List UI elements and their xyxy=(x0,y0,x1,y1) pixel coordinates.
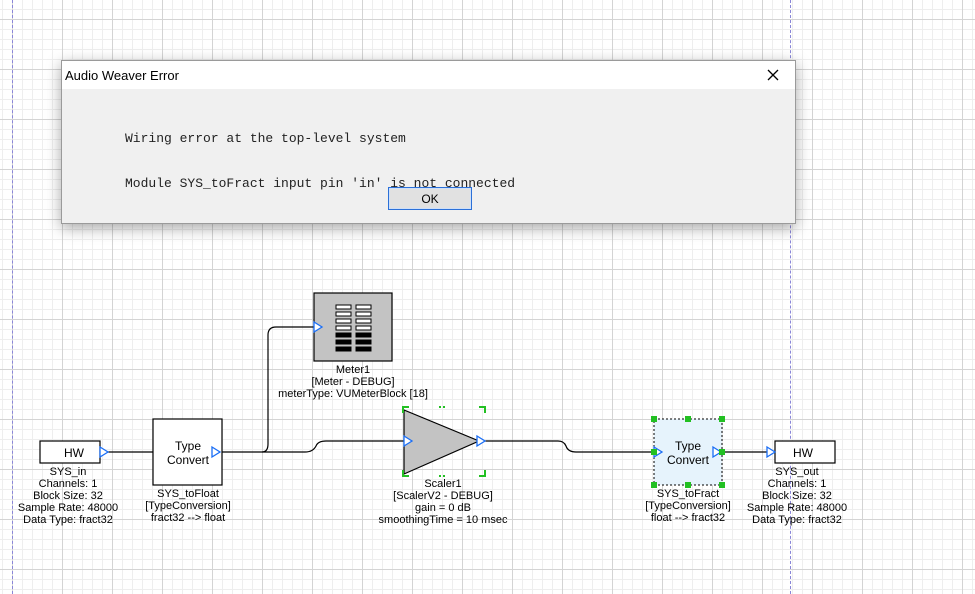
sys-tofract-output-pin[interactable] xyxy=(712,445,723,459)
close-button[interactable] xyxy=(751,61,795,89)
meter1-module[interactable] xyxy=(313,292,393,362)
sys-out-block-size: Block Size: 32 xyxy=(762,490,832,502)
sys-tofract-desc: float --> fract32 xyxy=(650,512,726,524)
sys-in-sample-rate: Sample Rate: 48000 xyxy=(17,502,119,514)
scaler1-class: [ScalerV2 - DEBUG] xyxy=(393,490,493,502)
sys-tofract-module[interactable]: Type Convert xyxy=(651,416,725,488)
wire-tofloat-meter xyxy=(261,326,314,453)
dialog-message-line1: Wiring error at the top-level system xyxy=(125,131,406,146)
scaler1-input-pin[interactable] xyxy=(403,434,414,448)
sys-tofloat-class: [TypeConversion] xyxy=(145,500,231,512)
scaler1-label: Scaler1 [ScalerV2 - DEBUG] gain = 0 dB s… xyxy=(379,478,508,526)
sys-tofloat-box-line2: Convert xyxy=(167,453,210,467)
wire-scaler-tofract xyxy=(485,440,654,453)
scaler1-module[interactable] xyxy=(402,406,487,477)
sys-in-label: SYS_in Channels: 1 Block Size: 32 Sample… xyxy=(18,466,118,526)
sys-in-name: SYS_in xyxy=(49,466,87,478)
scaler1-param2: smoothingTime = 10 msec xyxy=(378,514,508,526)
sys-in-output-pin[interactable] xyxy=(99,445,110,459)
sys-out-input-pin[interactable] xyxy=(766,445,777,459)
error-dialog[interactable]: Audio Weaver Error Wiring error at the t… xyxy=(61,60,796,224)
close-icon xyxy=(767,69,779,81)
sys-tofract-class: [TypeConversion] xyxy=(645,500,731,512)
sys-out-label: SYS_out Channels: 1 Block Size: 32 Sampl… xyxy=(747,466,847,526)
scaler1-param1: gain = 0 dB xyxy=(415,502,471,514)
sys-tofloat-output-pin[interactable] xyxy=(211,445,222,459)
meter1-input-pin[interactable] xyxy=(313,320,324,334)
sys-in-box-text: HW xyxy=(64,446,85,460)
wire-tofloat-scaler xyxy=(222,440,404,453)
sys-out-sample-rate: Sample Rate: 48000 xyxy=(746,502,848,514)
sys-in-data-type: Data Type: fract32 xyxy=(23,514,113,526)
meter-bars-icon xyxy=(335,304,372,352)
sys-out-channels: Channels: 1 xyxy=(767,478,827,490)
dialog-title: Audio Weaver Error xyxy=(65,68,179,83)
ok-button[interactable]: OK xyxy=(388,187,472,210)
scaler1-name: Scaler1 xyxy=(424,478,462,490)
sys-tofloat-name: SYS_toFloat xyxy=(157,488,219,500)
sys-tofract-box-line1: Type xyxy=(675,439,701,453)
scaler-triangle-icon xyxy=(403,409,481,475)
sys-tofloat-box-line1: Type xyxy=(175,439,201,453)
meter1-param: meterType: VUMeterBlock [18] xyxy=(278,388,428,400)
sys-tofract-selection-handles xyxy=(651,416,725,488)
meter1-class: [Meter - DEBUG] xyxy=(311,376,395,388)
dialog-titlebar[interactable]: Audio Weaver Error xyxy=(62,61,795,89)
meter1-label: Meter1 [Meter - DEBUG] meterType: VUMete… xyxy=(278,364,428,400)
sys-in-block-size: Block Size: 32 xyxy=(33,490,103,502)
scaler1-selection-handles xyxy=(402,406,486,477)
meter1-name: Meter1 xyxy=(335,364,371,376)
sys-tofloat-desc: fract32 --> float xyxy=(150,512,226,524)
sys-in-channels: Channels: 1 xyxy=(38,478,98,490)
scaler1-output-pin[interactable] xyxy=(476,434,487,448)
sys-out-data-type: Data Type: fract32 xyxy=(752,514,842,526)
sys-tofract-name: SYS_toFract xyxy=(656,488,720,500)
sys-tofract-label: SYS_toFract [TypeConversion] float --> f… xyxy=(645,488,731,524)
sys-tofract-box-line2: Convert xyxy=(667,453,710,467)
page-guide-left xyxy=(12,0,13,594)
sys-out-module[interactable]: HW xyxy=(766,440,836,464)
sys-out-box-text: HW xyxy=(793,446,814,460)
wires xyxy=(108,326,767,453)
sys-in-module[interactable]: HW xyxy=(39,440,110,464)
page-guide-right xyxy=(790,0,791,594)
sys-tofloat-label: SYS_toFloat [TypeConversion] fract32 -->… xyxy=(145,488,231,524)
sys-tofloat-module[interactable]: Type Convert xyxy=(152,418,223,486)
sys-out-name: SYS_out xyxy=(775,466,819,478)
